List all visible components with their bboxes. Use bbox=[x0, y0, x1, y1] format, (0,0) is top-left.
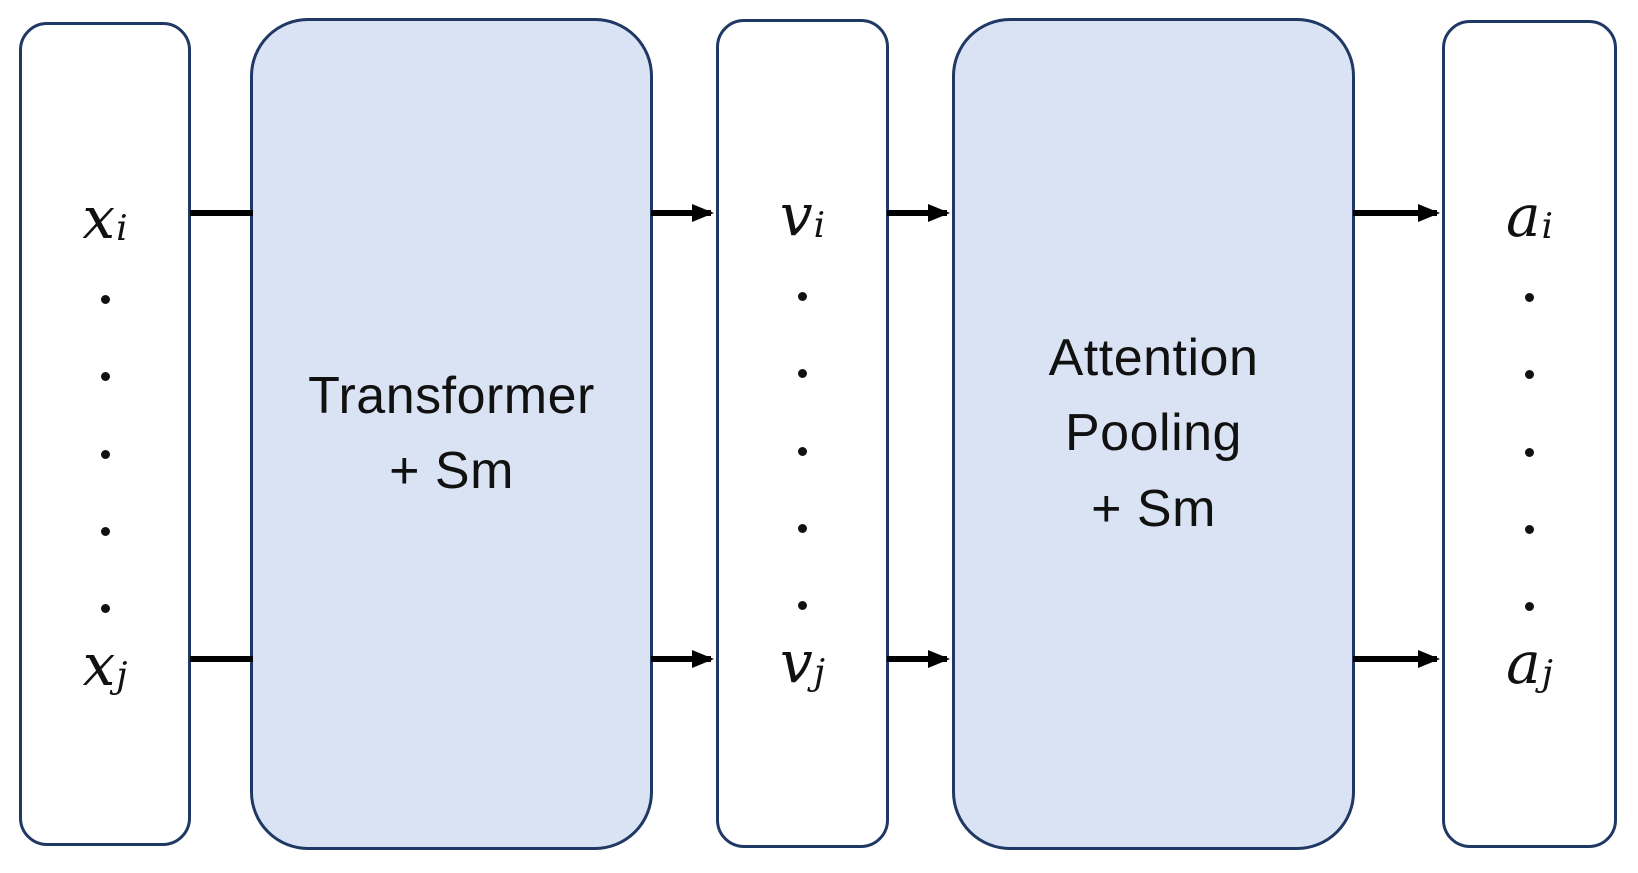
attention-pooling-block: Attention Pooling + Sm bbox=[952, 18, 1355, 850]
attention-pooling-block-label: Attention Pooling + Sm bbox=[1049, 321, 1259, 547]
math-base: v bbox=[780, 628, 813, 696]
ellipsis-dot bbox=[798, 523, 807, 533]
attention-label-line3: + Sm bbox=[1091, 479, 1216, 538]
math-base: v bbox=[779, 181, 813, 249]
ellipsis-dot bbox=[798, 446, 807, 456]
ellipsis-dot bbox=[1525, 602, 1534, 611]
input-ellipsis-dots bbox=[22, 295, 188, 613]
hidden-ellipsis-dots bbox=[719, 292, 886, 610]
math-subscript: j bbox=[116, 654, 128, 696]
ellipsis-dot bbox=[1525, 447, 1534, 457]
ellipsis-dot bbox=[1525, 524, 1534, 534]
attention-label-line2: Pooling bbox=[1065, 404, 1242, 463]
math-base: a bbox=[1505, 182, 1541, 250]
transformer-label-line1: Transformer bbox=[308, 366, 595, 425]
transformer-label-line2: + Sm bbox=[389, 442, 514, 500]
math-subscript: j bbox=[1541, 652, 1553, 694]
math-subscript: i bbox=[116, 207, 128, 249]
math-subscript: j bbox=[813, 651, 825, 693]
math-subscript: i bbox=[1541, 205, 1554, 247]
output-ellipsis-dots bbox=[1445, 293, 1614, 611]
ellipsis-dot bbox=[100, 372, 110, 382]
ellipsis-dot bbox=[100, 526, 110, 536]
ellipsis-dot bbox=[798, 601, 807, 610]
transformer-block: Transformer + Sm bbox=[250, 18, 653, 850]
math-base: a bbox=[1506, 629, 1541, 697]
math-base: x bbox=[82, 184, 116, 252]
attention-label-line1: Attention bbox=[1048, 328, 1259, 387]
ellipsis-dot bbox=[798, 369, 807, 379]
math-subscript: i bbox=[813, 204, 826, 246]
ellipsis-dot bbox=[1525, 370, 1534, 380]
math-base: x bbox=[82, 631, 116, 699]
ellipsis-dot bbox=[100, 295, 110, 304]
transformer-block-label: Transformer + Sm bbox=[308, 359, 595, 510]
ellipsis-dot bbox=[798, 292, 807, 301]
ellipsis-dot bbox=[100, 604, 110, 613]
ellipsis-dot bbox=[100, 449, 110, 459]
ellipsis-dot bbox=[1525, 293, 1534, 302]
